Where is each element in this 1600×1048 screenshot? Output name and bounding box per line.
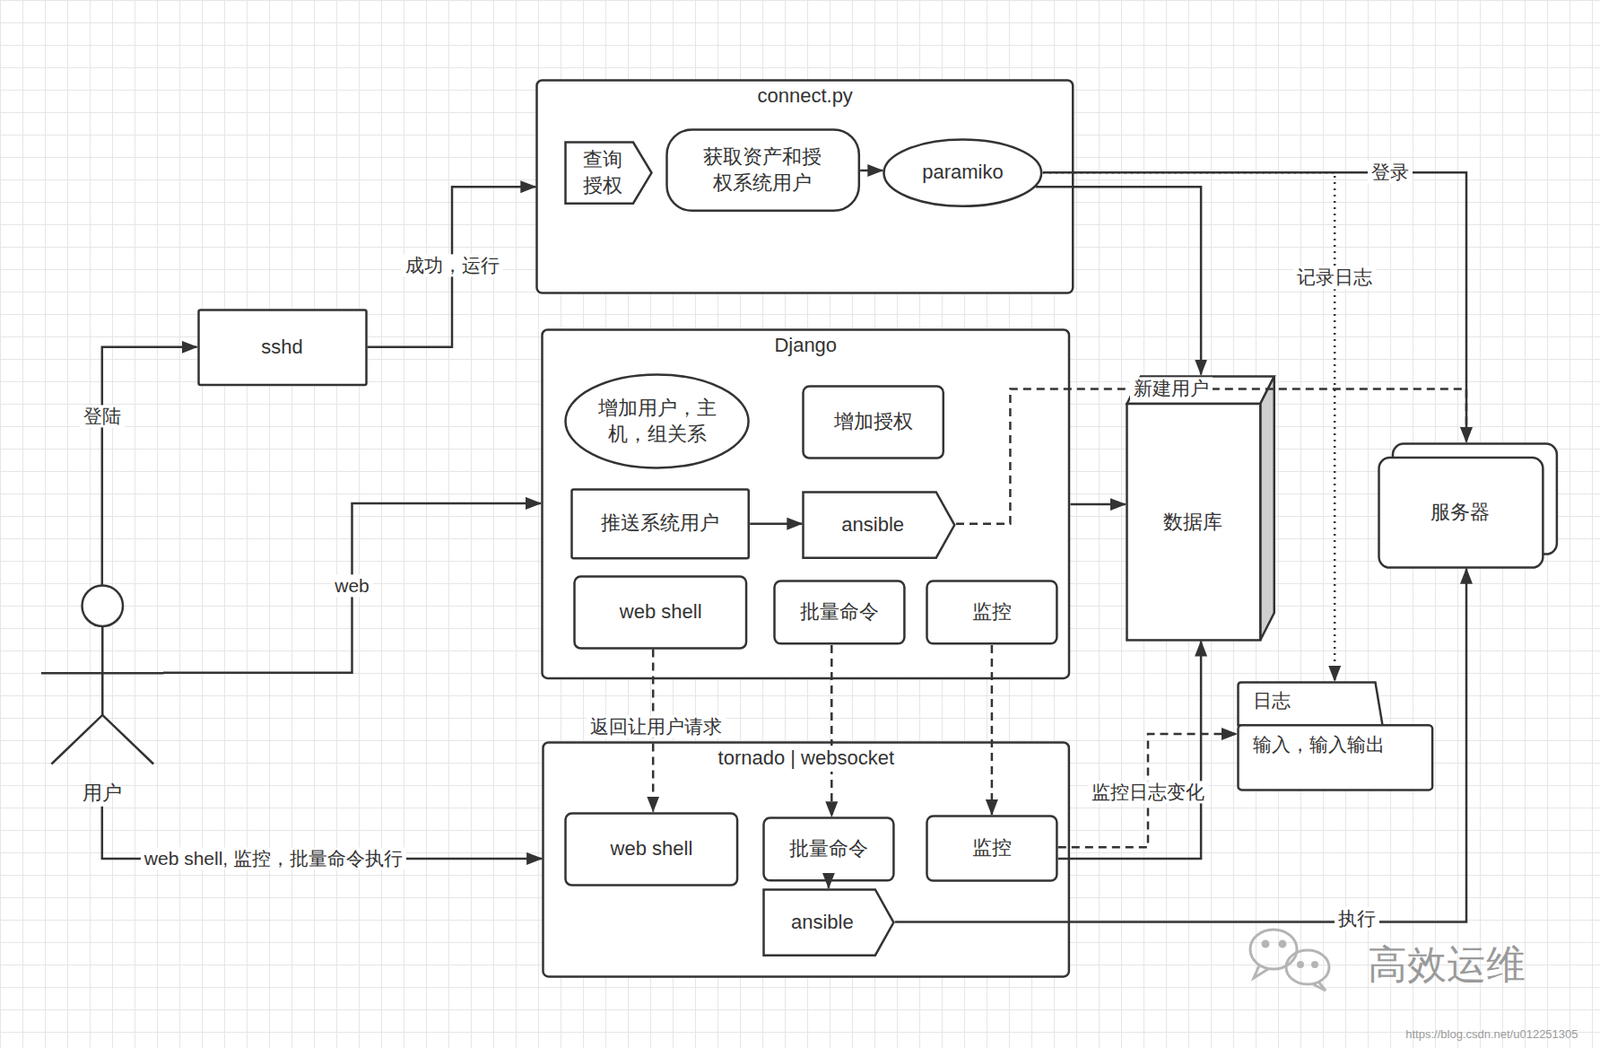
database-box: 数据库 xyxy=(1125,374,1276,642)
user-actor-outline xyxy=(41,582,165,807)
edge-label: 执行 xyxy=(1334,906,1380,930)
process-box: sshd xyxy=(197,308,368,386)
edge-label: 记录日志 xyxy=(1293,266,1376,289)
database-box-outline xyxy=(1125,374,1276,642)
connector xyxy=(1035,186,1201,374)
server-stack: 服务器 xyxy=(1377,442,1558,569)
node-label: 推送系统用户 xyxy=(600,510,720,537)
edge-label: 成功，运行 xyxy=(401,253,504,277)
node-label: 监控 xyxy=(972,599,1012,626)
node-label: 监控 xyxy=(972,834,1012,861)
process-box: 批量命令 xyxy=(762,816,896,882)
process-box: 推送系统用户 xyxy=(570,487,750,560)
container-box: Django 增加用户，主机，组关系 增加授权推送系统用户 ansible web sh… xyxy=(540,328,1070,679)
process-box: web shell xyxy=(564,811,740,887)
node-label: 服务器 xyxy=(1430,499,1490,526)
log-folder: 日志输入，输入输出 xyxy=(1236,680,1435,792)
connector xyxy=(102,347,198,585)
connector xyxy=(1070,503,1126,506)
node-label: sshd xyxy=(260,334,303,361)
edge-label: 登陆 xyxy=(79,405,125,428)
node-label: ansible xyxy=(791,909,854,936)
node-label: paramiko xyxy=(921,159,1003,186)
container-box: tornado | websocket web shell 批量命令 监控 ansibl… xyxy=(541,740,1070,978)
process-box: 监控 xyxy=(925,579,1059,645)
ellipse-node: paramiko xyxy=(882,138,1044,208)
node-label: web shell xyxy=(610,835,694,862)
connector xyxy=(860,169,883,173)
user-actor: 用户 xyxy=(41,582,165,807)
node-label: ansible xyxy=(841,512,905,539)
process-box: web shell xyxy=(573,574,748,650)
edge-label: 新建用户 xyxy=(1130,377,1213,400)
node-label: connect.py xyxy=(751,83,858,110)
process-box: 监控 xyxy=(925,814,1059,882)
node-label: 获取资产和授权系统用户 xyxy=(698,144,827,196)
process-box-outline xyxy=(665,128,861,212)
pentagon-box: 查询授权 xyxy=(564,140,653,205)
connector xyxy=(749,521,802,525)
watermark-text: 高效运维 xyxy=(1364,940,1530,989)
node-label: 查询授权 xyxy=(576,147,628,199)
pentagon-box: ansible xyxy=(762,887,896,957)
dashed-connector xyxy=(956,389,1467,524)
connector xyxy=(1043,172,1467,442)
dashed-connector xyxy=(830,644,834,817)
node-label: tornado | websocket xyxy=(713,745,901,772)
source-url: https://blog.csdn.net/u012251305 xyxy=(1401,1026,1582,1042)
node-label: 批量命令 xyxy=(789,835,869,862)
edge-label: web shell, 监控，批量命令执行 xyxy=(140,846,407,870)
node-label: 增加授权 xyxy=(834,408,914,435)
ellipse-node-outline xyxy=(564,373,750,470)
ellipse-node: 增加用户，主机，组关系 xyxy=(564,373,750,470)
dashed-connector xyxy=(991,644,994,815)
process-box: 批量命令 xyxy=(773,579,906,645)
node-body: 输入，输入输出 xyxy=(1252,724,1418,757)
connector xyxy=(367,186,537,348)
connector xyxy=(895,568,1467,922)
node-label: web shell xyxy=(619,599,703,626)
connector xyxy=(1058,641,1201,859)
node-label: 增加用户，主机，组关系 xyxy=(593,395,722,447)
container-box: connect.py 查询授权 获取资产和授权系统用户 paramiko xyxy=(535,78,1075,295)
process-box: 增加授权 xyxy=(801,384,945,460)
node-label: 日志 xyxy=(1252,680,1435,725)
edge-label: 登录 xyxy=(1367,161,1413,184)
node-label: 批量命令 xyxy=(800,599,879,626)
dashed-connector xyxy=(1058,733,1237,847)
wechat-bubbles xyxy=(1250,929,1330,991)
pentagon-box: ansible xyxy=(801,490,957,559)
node-label: Django xyxy=(768,332,843,359)
edge-label: 监控日志变化 xyxy=(1087,780,1209,803)
edge-label: 返回让用户请求 xyxy=(586,714,726,738)
edge-label: web xyxy=(330,573,374,597)
connector xyxy=(827,881,831,888)
node-label: 数据库 xyxy=(1163,509,1223,536)
connector xyxy=(163,503,541,673)
process-box: 获取资产和授权系统用户 xyxy=(665,128,861,212)
container-box-outline xyxy=(540,328,1070,679)
dashed-connector xyxy=(1043,172,1335,681)
node-label: 用户 xyxy=(82,780,122,807)
